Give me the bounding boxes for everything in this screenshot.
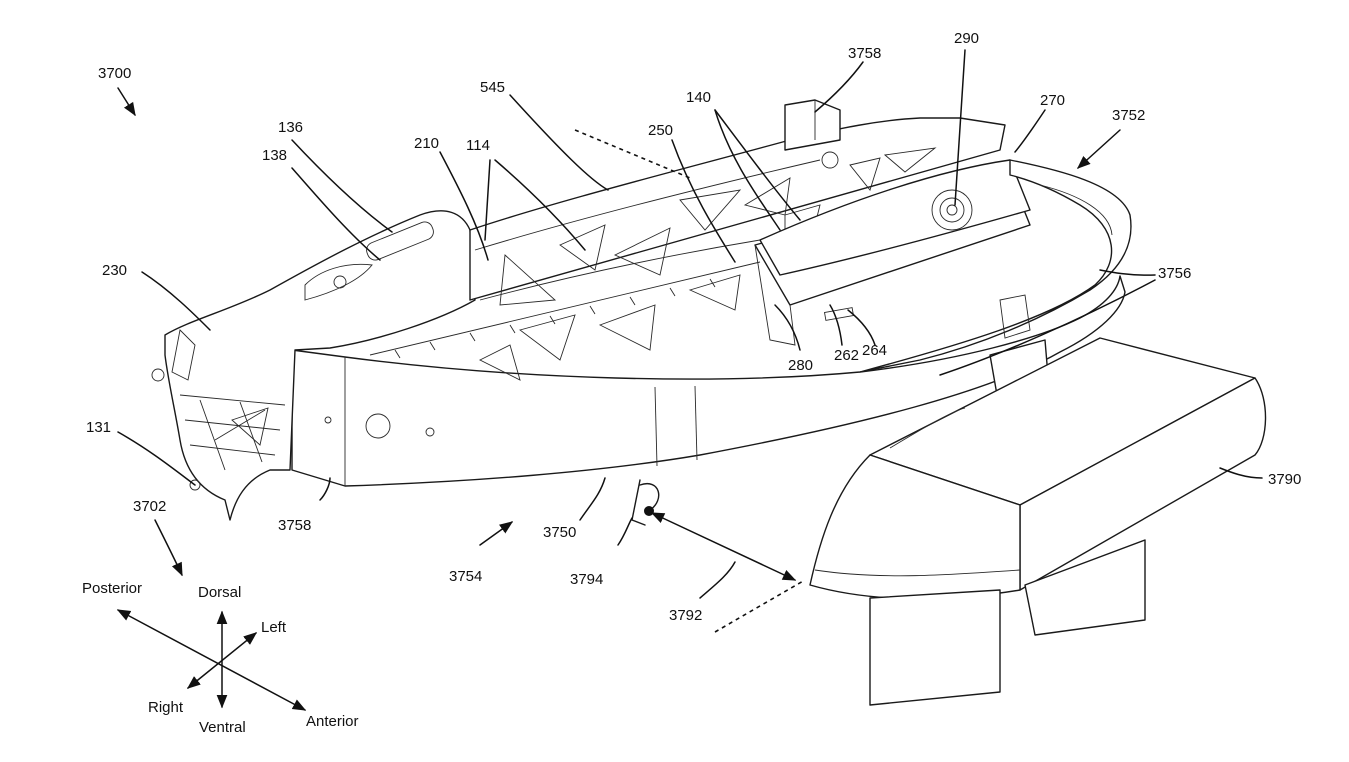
label-262: 262 — [834, 347, 859, 364]
posterior-label: Posterior — [82, 580, 142, 597]
orientation-labels: Posterior Dorsal Left Right Ventral Ante… — [82, 580, 359, 736]
leader-lines — [117, 49, 1263, 633]
upper-bar-270 — [759, 159, 1031, 276]
label-3752: 3752 — [1112, 107, 1145, 124]
label-250: 250 — [648, 122, 673, 139]
right-label: Right — [148, 699, 184, 716]
orientation-compass — [116, 609, 307, 711]
device-assembly — [151, 99, 1267, 706]
label-3758-bottom: 3758 — [278, 517, 311, 534]
left-right-axis — [186, 632, 258, 689]
label-3754: 3754 — [449, 568, 482, 585]
label-114: 114 — [466, 137, 490, 154]
label-270: 270 — [1040, 92, 1065, 109]
left-label: Left — [261, 619, 287, 636]
label-3756: 3756 — [1158, 265, 1191, 282]
block-3790 — [809, 337, 1267, 706]
ventral-label: Ventral — [199, 719, 246, 736]
label-210: 210 — [414, 135, 439, 152]
label-3792: 3792 — [669, 607, 702, 624]
label-3702: 3702 — [133, 498, 166, 515]
label-280: 280 — [788, 357, 813, 374]
posterior-arm — [151, 210, 476, 521]
reference-labels: 3700 136 138 210 114 545 140 250 3758 29… — [86, 30, 1301, 624]
anterior-label: Anterior — [306, 713, 359, 730]
label-138: 138 — [262, 147, 287, 164]
label-3790: 3790 — [1268, 471, 1301, 488]
label-3750: 3750 — [543, 524, 576, 541]
label-545: 545 — [480, 79, 505, 96]
bracket-3758-top — [784, 99, 841, 151]
label-290: 290 — [954, 30, 979, 47]
label-264: 264 — [862, 342, 887, 359]
label-3700: 3700 — [98, 65, 131, 82]
label-230: 230 — [102, 262, 127, 279]
label-136: 136 — [278, 119, 303, 136]
dorsal-label: Dorsal — [198, 584, 241, 601]
sensor-3794 — [631, 479, 660, 526]
curved-bar-3750 — [291, 275, 1126, 487]
label-3758-top: 3758 — [848, 45, 881, 62]
label-3794: 3794 — [570, 571, 603, 588]
label-140: 140 — [686, 89, 711, 106]
label-131: 131 — [86, 419, 111, 436]
